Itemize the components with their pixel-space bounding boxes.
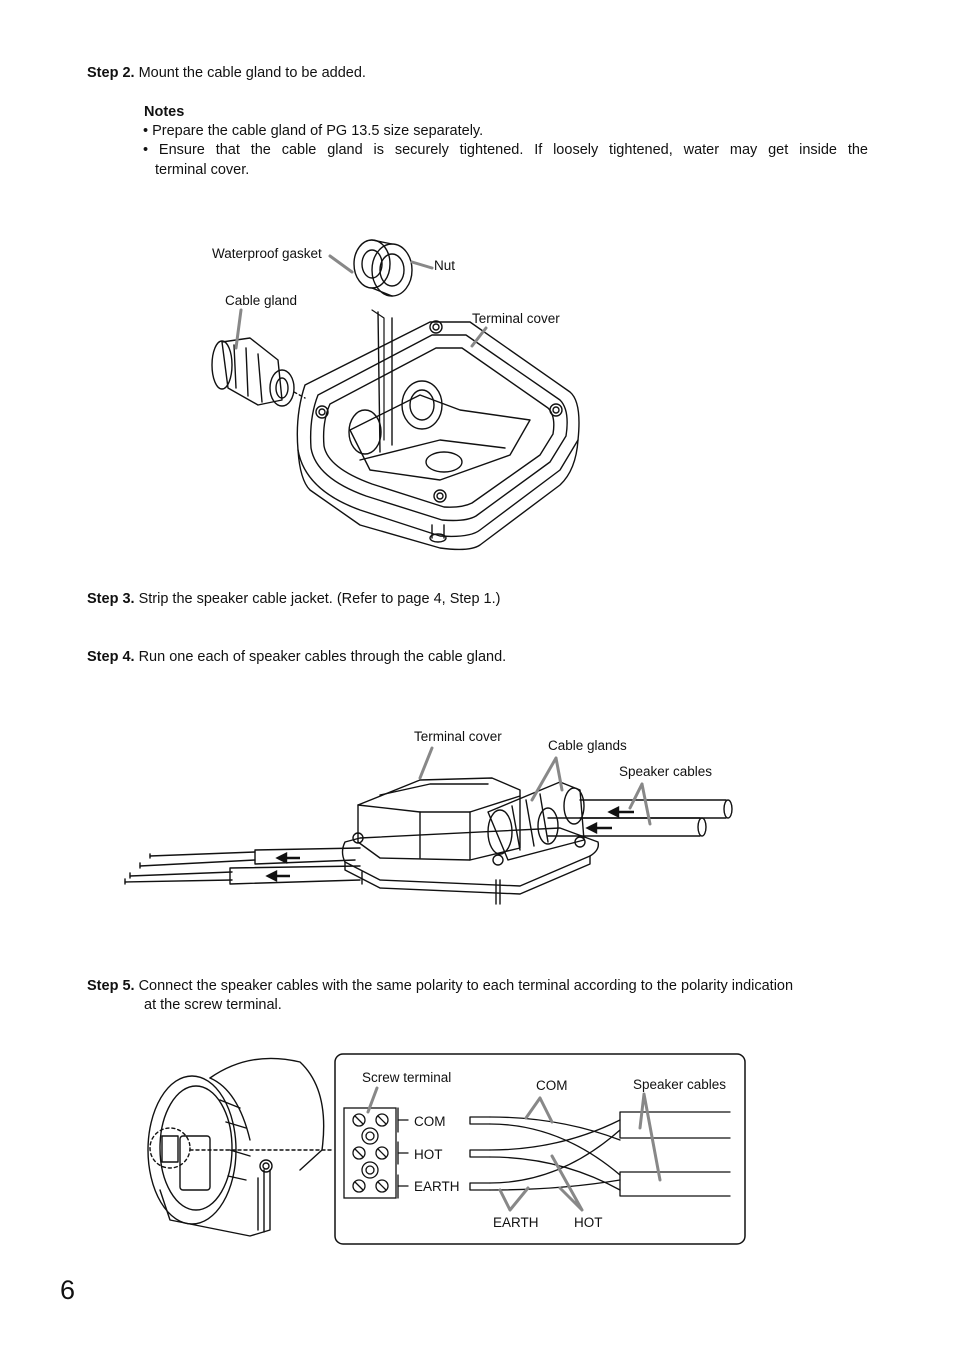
- fig3-hot-terminal-label: HOT: [414, 1147, 443, 1162]
- terminal-cover-outline: [296, 321, 580, 538]
- fig3-hot-wire-label: HOT: [574, 1215, 603, 1230]
- step2-line: Step 2. Mount the cable gland to be adde…: [87, 64, 366, 83]
- fig2-terminal-cover-label: Terminal cover: [414, 729, 502, 744]
- wiring-callout-box: [334, 1053, 746, 1245]
- fig1-waterproof-gasket-label: Waterproof gasket: [212, 246, 322, 261]
- cable-gland-body: [221, 337, 283, 406]
- fig1-cable-gland-label: Cable gland: [225, 293, 298, 308]
- step4-line: Step 4. Run one each of speaker cables t…: [87, 648, 506, 667]
- notes-title: Notes: [144, 104, 185, 120]
- fig2-speaker-cables-label: Speaker cables: [619, 764, 713, 779]
- notes-item-1: • Prepare the cable gland of PG 13.5 siz…: [143, 123, 484, 139]
- step4-text: Run one each of speaker cables through t…: [138, 649, 507, 665]
- step2-text: Mount the cable gland to be added.: [138, 65, 366, 81]
- step3-line: Step 3. Strip the speaker cable jacket. …: [87, 590, 500, 609]
- notes-item-2-line-1: • Ensure that the cable gland is securel…: [143, 142, 868, 158]
- fig3-screw-terminal-label: Screw terminal: [362, 1070, 452, 1085]
- step5-line-2: at the screw terminal.: [144, 997, 282, 1013]
- step5-label: Step 5.: [87, 978, 135, 994]
- fig1-terminal-cover-label: Terminal cover: [472, 311, 560, 326]
- fig2-cable-glands-label: Cable glands: [548, 738, 627, 753]
- fig3-speaker-cables-label: Speaker cables: [633, 1077, 727, 1092]
- step2-label: Step 2.: [87, 65, 135, 81]
- notes-item-2-line-2: terminal cover.: [155, 162, 250, 178]
- fig1-nut-label: Nut: [434, 258, 456, 273]
- page-number: 6: [60, 1275, 76, 1305]
- fig3-earth-terminal-label: EARTH: [414, 1179, 460, 1194]
- fig3-com-top-label: COM: [536, 1078, 568, 1093]
- step3-text: Strip the speaker cable jacket. (Refer t…: [138, 591, 501, 607]
- step5-text-1: Connect the speaker cables with the same…: [138, 978, 794, 994]
- step4-label: Step 4.: [87, 649, 135, 665]
- step3-label: Step 3.: [87, 591, 135, 607]
- fig3-earth-wire-label: EARTH: [493, 1215, 539, 1230]
- speaker-cable-lower: [547, 817, 701, 837]
- speaker-housing: [209, 1057, 325, 1171]
- fig3-com-terminal-label: COM: [414, 1114, 446, 1129]
- step5-line-1: Step 5. Connect the speaker cables with …: [87, 977, 793, 996]
